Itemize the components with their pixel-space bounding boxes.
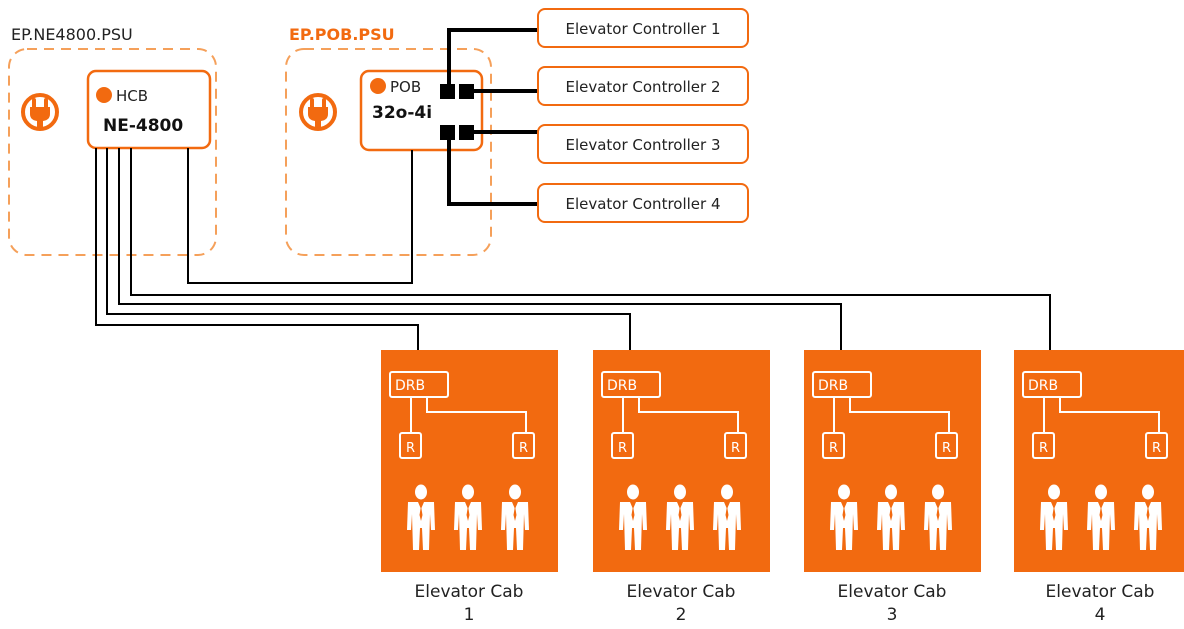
reader-label: R <box>1152 441 1161 456</box>
elevator-cab-4: DRB R R Elevator Cab 4 <box>1014 350 1184 625</box>
power-plug-icon <box>299 93 337 131</box>
pob-connectors <box>440 84 474 140</box>
cab-number: 1 <box>464 605 475 625</box>
reader-label: R <box>829 441 838 456</box>
controller-label: Elevator Controller 2 <box>565 78 720 96</box>
reader-label: R <box>618 441 627 456</box>
controller-label: Elevator Controller 1 <box>565 20 720 38</box>
power-plug-icon <box>21 93 59 131</box>
cab-number: 4 <box>1095 605 1106 625</box>
drb-label: DRB <box>1028 378 1058 394</box>
cab-label: Elevator Cab <box>1046 582 1155 602</box>
elevator-cab-1: DRB R R Elevator Cab 1 <box>381 350 558 625</box>
controller-3: Elevator Controller 3 <box>537 124 749 164</box>
cab-label: Elevator Cab <box>415 582 524 602</box>
cab-number: 2 <box>676 605 687 625</box>
psu-ne4800-label: EP.NE4800.PSU <box>11 25 133 44</box>
drb-label: DRB <box>395 378 425 394</box>
controller-label: Elevator Controller 4 <box>565 195 720 213</box>
hcb-board: HCB NE-4800 <box>86 69 212 150</box>
elevator-cab-2: DRB R R Elevator Cab 2 <box>593 350 770 625</box>
status-dot-icon <box>370 78 386 94</box>
pob-model: 32o-4i <box>372 103 432 123</box>
pob-tag: POB <box>390 78 421 96</box>
hcb-tag: HCB <box>116 87 148 105</box>
controller-4: Elevator Controller 4 <box>537 183 749 223</box>
drb-label: DRB <box>818 378 848 394</box>
controller-label: Elevator Controller 3 <box>565 136 720 154</box>
reader-label: R <box>406 441 415 456</box>
psu-ne4800: EP.NE4800.PSU <box>8 25 217 256</box>
hcb-model: NE-4800 <box>103 116 183 136</box>
reader-label: R <box>1039 441 1048 456</box>
status-dot-icon <box>96 87 112 103</box>
reader-label: R <box>731 441 740 456</box>
bus-wires <box>95 148 1051 372</box>
controller-1: Elevator Controller 1 <box>537 8 749 48</box>
drb-label: DRB <box>607 378 637 394</box>
psu-pob: EP.POB.PSU <box>285 25 492 256</box>
reader-label: R <box>942 441 951 456</box>
controller-2: Elevator Controller 2 <box>537 66 749 106</box>
cab-number: 3 <box>887 605 898 625</box>
cab-label: Elevator Cab <box>838 582 947 602</box>
psu-pob-label: EP.POB.PSU <box>289 25 395 44</box>
elevator-cab-3: DRB R R Elevator Cab 3 <box>804 350 981 625</box>
reader-label: R <box>519 441 528 456</box>
cab-label: Elevator Cab <box>627 582 736 602</box>
controller-wires <box>447 28 540 206</box>
